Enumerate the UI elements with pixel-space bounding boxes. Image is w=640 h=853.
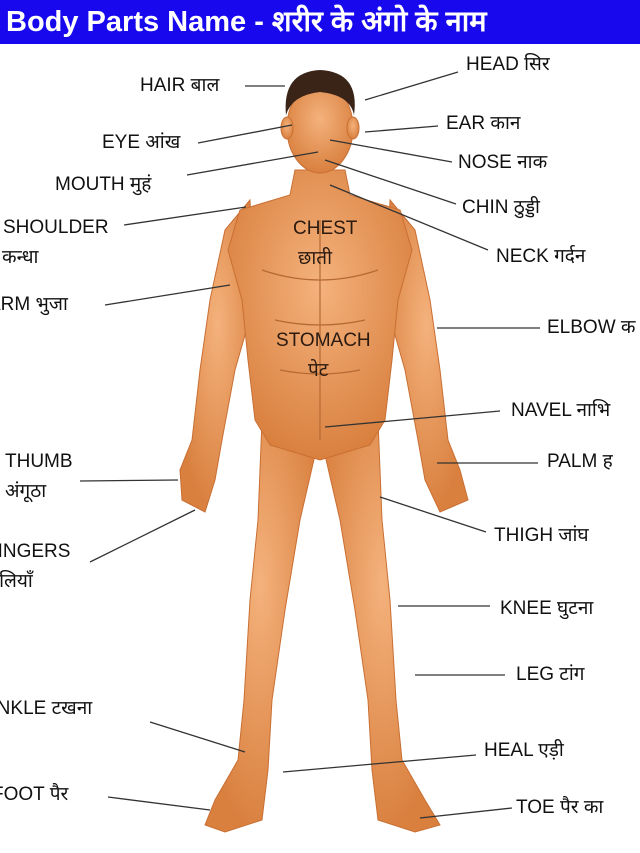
label-toe: TOE पैर का — [516, 797, 604, 818]
label-leg: LEG टांग — [516, 664, 585, 685]
label-shoulder: SHOULDER — [3, 217, 109, 238]
label-chest: CHEST — [293, 218, 358, 239]
label-foot: FOOT पैर — [0, 784, 69, 805]
body-silhouette — [179, 82, 469, 833]
label-eye: EYE आंख — [102, 132, 181, 153]
label-hair: HAIR बाल — [140, 75, 220, 96]
label-knee: KNEE घुटना — [500, 598, 594, 619]
label-head: HEAD सिर — [466, 54, 550, 75]
label-chest-hindi: छाती — [298, 248, 332, 269]
label-thumb: THUMB — [5, 451, 73, 472]
label-thumb-hindi: अंगूठा — [5, 481, 47, 502]
pointer-lines — [79, 71, 540, 819]
label-fingers-hindi: उंगलियाँ — [0, 571, 33, 592]
muscle-lines — [261, 220, 379, 440]
label-arm: ARM भुजा — [0, 294, 68, 315]
label-ankle: ANKLE टखना — [0, 698, 93, 719]
label-shoulder-hindi: कन्धा — [2, 247, 39, 268]
label-heal: HEAL एड़ी — [484, 740, 564, 761]
label-neck: NECK गर्दन — [496, 246, 586, 267]
label-mouth: MOUTH मुहं — [55, 174, 152, 195]
label-navel: NAVEL नाभि — [511, 400, 611, 421]
label-stomach: STOMACH — [276, 330, 371, 351]
hair-shape — [285, 70, 355, 115]
title-banner: Body Parts Name - शरीर के अंगो के नाम — [0, 0, 640, 44]
label-chin: CHIN ठुड्डी — [462, 197, 540, 218]
label-palm: PALM ह — [547, 451, 613, 472]
label-fingers: FINGERS — [0, 541, 71, 562]
label-elbow: ELBOW क — [547, 317, 636, 338]
label-stomach-hindi: पेट — [308, 360, 329, 381]
label-thigh: THIGH जांघ — [494, 525, 589, 546]
label-ear: EAR कान — [446, 113, 521, 134]
label-nose: NOSE नाक — [458, 152, 548, 173]
